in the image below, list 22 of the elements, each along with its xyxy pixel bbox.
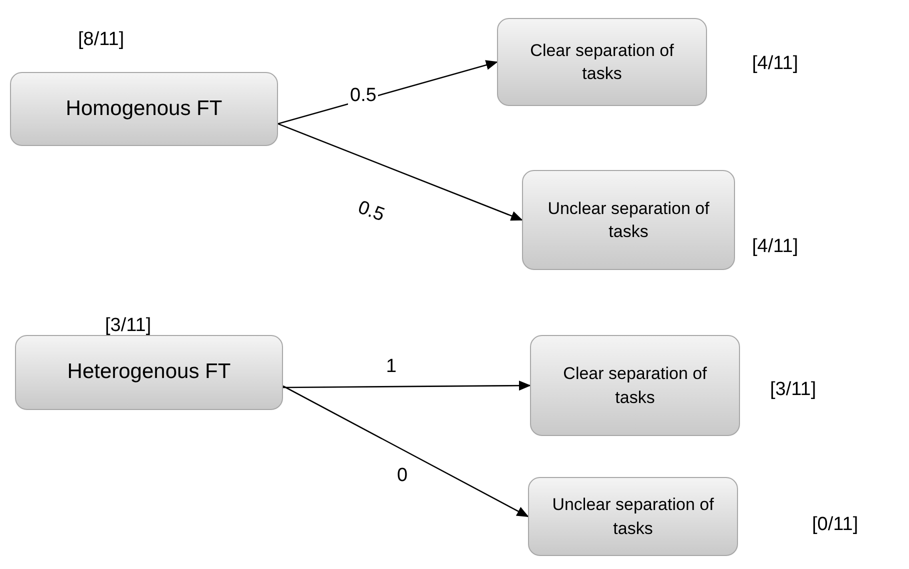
node-label: Heterogenous FT	[67, 359, 231, 386]
process-box	[15, 335, 283, 410]
process-box	[497, 18, 707, 106]
fraction-label: [4/11]	[752, 52, 798, 76]
edge-label: 0.5	[348, 86, 378, 105]
node-label: Homogenous FT	[66, 96, 222, 122]
process-box	[522, 170, 735, 270]
fraction-label: [3/11]	[105, 314, 152, 338]
arrow	[278, 123, 523, 221]
arrow	[283, 380, 531, 391]
fraction-label: [4/11]	[752, 235, 798, 259]
arrow	[282, 385, 529, 518]
fraction-label: [3/11]	[770, 378, 816, 402]
process-box	[528, 477, 738, 556]
process-box	[10, 72, 278, 146]
process-box	[530, 335, 740, 436]
node-label: Unclear separation of tasks	[551, 494, 715, 540]
node-label: Clear separation of tasks	[562, 363, 708, 408]
fraction-label: [8/11]	[78, 28, 124, 52]
node-label: Unclear separation of tasks	[546, 198, 710, 243]
node-label: Clear separation of tasks	[529, 40, 675, 85]
fraction-label: [0/11]	[812, 513, 858, 537]
